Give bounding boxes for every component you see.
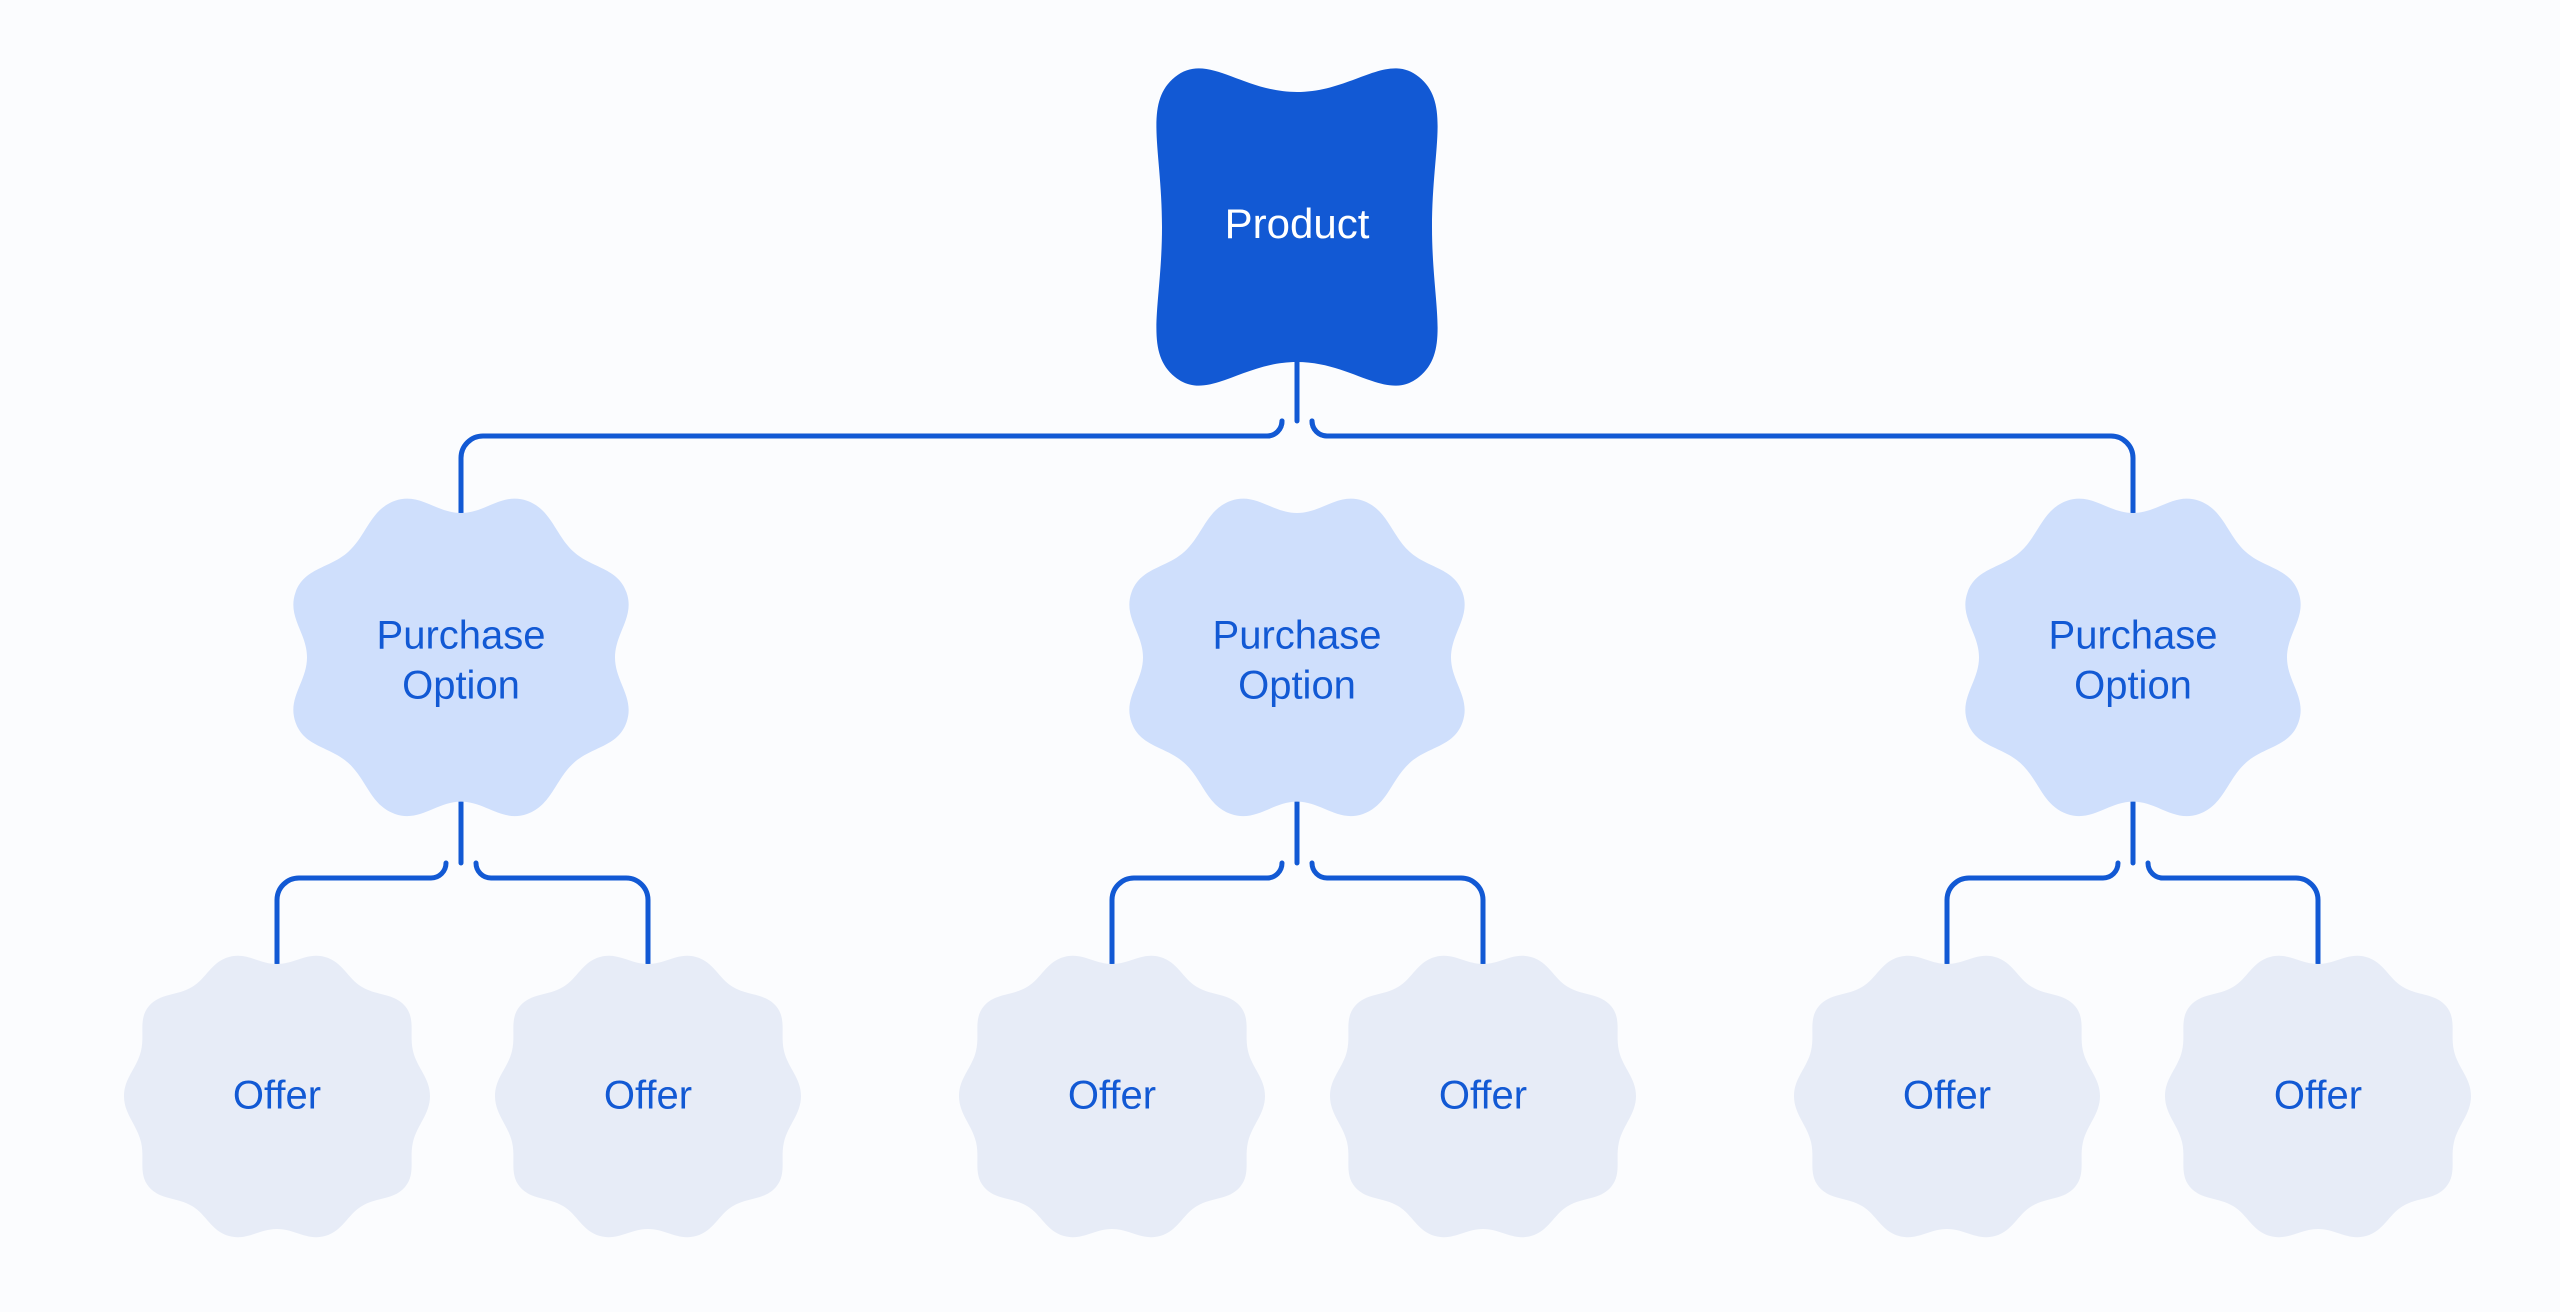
purchase-option-label-line2: Option xyxy=(402,664,520,708)
offer-label: Offer xyxy=(1068,1074,1156,1118)
offer-node-2[interactable]: Offer xyxy=(495,955,801,1238)
offer-blob-shape xyxy=(495,955,801,1238)
offer-label: Offer xyxy=(2274,1074,2362,1118)
connector-junction-right xyxy=(1309,418,1330,439)
purchase-option-label-line2: Option xyxy=(1238,664,1356,708)
connector-layer xyxy=(274,349,2321,975)
connector-junction-left xyxy=(1264,418,1285,439)
offer-node-4[interactable]: Offer xyxy=(1330,955,1636,1238)
offer-blob-shape xyxy=(1794,955,2100,1238)
purchase-option-node-1[interactable]: Purchase Option xyxy=(293,498,629,817)
offer-blob-shape xyxy=(124,955,430,1238)
offer-label: Offer xyxy=(233,1074,321,1118)
level2-purchase-options: Purchase Option Purchase Option Purchase… xyxy=(293,498,2301,817)
offer-node-6[interactable]: Offer xyxy=(2165,955,2471,1238)
offer-label: Offer xyxy=(1439,1074,1527,1118)
offer-node-3[interactable]: Offer xyxy=(959,955,1265,1238)
purchase-option-blob-shape xyxy=(293,498,629,817)
product-node[interactable]: Product xyxy=(1156,68,1438,386)
purchase-option-label-line1: Purchase xyxy=(1213,614,1382,658)
offer-blob-shape xyxy=(2165,955,2471,1238)
connector-group2-bus xyxy=(1109,860,1486,975)
offer-label: Offer xyxy=(1903,1074,1991,1118)
connector-group1-bus xyxy=(274,860,651,975)
offer-blob-shape xyxy=(959,955,1265,1238)
purchase-option-node-3[interactable]: Purchase Option xyxy=(1965,498,2301,817)
purchase-option-label-line1: Purchase xyxy=(2049,614,2218,658)
purchase-option-label-line1: Purchase xyxy=(377,614,546,658)
offer-blob-shape xyxy=(1330,955,1636,1238)
level3-offers: Offer Offer Offer Offer Offer Offer xyxy=(124,955,2471,1238)
purchase-option-blob-shape xyxy=(1965,498,2301,817)
connector-level1-bus xyxy=(458,418,2136,521)
offer-label: Offer xyxy=(604,1074,692,1118)
connector-group3-bus xyxy=(1944,860,2321,975)
offer-node-5[interactable]: Offer xyxy=(1794,955,2100,1238)
purchase-option-blob-shape xyxy=(1129,498,1465,817)
product-label: Product xyxy=(1225,200,1370,247)
offer-node-1[interactable]: Offer xyxy=(124,955,430,1238)
purchase-option-node-2[interactable]: Purchase Option xyxy=(1129,498,1465,817)
purchase-option-label-line2: Option xyxy=(2074,664,2192,708)
